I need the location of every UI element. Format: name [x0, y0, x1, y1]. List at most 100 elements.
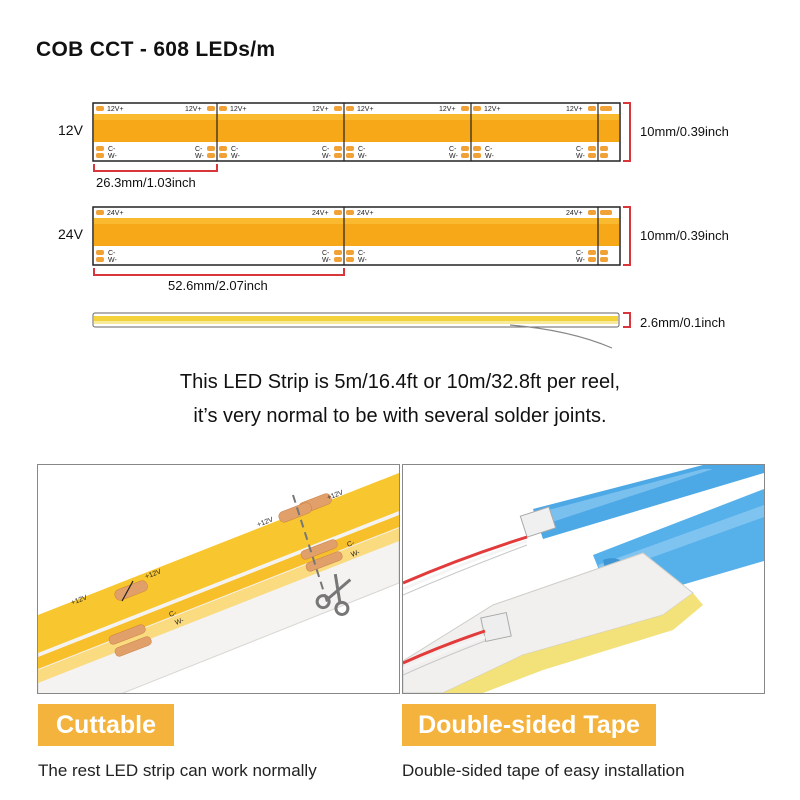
strip12-pad-c-label: C-: [485, 146, 493, 153]
strip-24v-diagram: 24V+C-W-24V+24V+C-W-C-W-24V+C-W-: [92, 206, 631, 276]
cuttable-photo-panel: +12V +12V +12V +12V C- W- C- W-: [37, 464, 400, 694]
strip12-pad: [219, 106, 227, 111]
cut-line: [292, 494, 329, 606]
strip12-pad: [600, 153, 608, 158]
strip12-pad-c-label: C-: [195, 146, 203, 153]
strip24-pad-w-label: W-: [576, 257, 585, 264]
strip-12v-pads: 12V+C-W-12V+12V+C-W-C-W-12V+12V+C-W-C-W-…: [96, 103, 612, 161]
strip12-pad-w-label: W-: [485, 153, 494, 160]
strip12-pad: [334, 153, 342, 158]
strip24-pad-plus-label: 24V+: [566, 210, 583, 217]
width-label-12v: 10mm/0.39inch: [640, 124, 729, 139]
cut-length-label-12v: 26.3mm/1.03inch: [96, 175, 196, 190]
strip12-pad: [346, 106, 354, 111]
width-label-24v: 10mm/0.39inch: [640, 228, 729, 243]
strip12-pad: [461, 106, 469, 111]
strip24-pad-plus-label: 24V+: [357, 210, 374, 217]
strip24-pad-w-label-left: W-: [108, 257, 117, 264]
strip12-pad-w-label: W-: [195, 153, 204, 160]
strip12-pad-plus-label-left: 12V+: [107, 106, 124, 113]
strip12-pad: [207, 106, 215, 111]
strip12-pad-w-label-left: W-: [108, 153, 117, 160]
strip24-pad-w-label: W-: [358, 257, 367, 264]
strip12-pad: [588, 106, 596, 111]
cut-pad-c-2: C-: [168, 609, 178, 618]
strip12-pad: [588, 146, 596, 151]
strip24-pad: [588, 210, 596, 215]
strip12-pad: [461, 146, 469, 151]
strip12-pad-c-label: C-: [576, 146, 584, 153]
strip12-pad: [207, 153, 215, 158]
strip-12v-diagram: 12V+C-W-12V+12V+C-W-C-W-12V+12V+C-W-C-W-…: [92, 102, 631, 172]
cuttable-caption: The rest LED strip can work normally: [38, 761, 317, 780]
strip12-pad-c-label: C-: [358, 146, 366, 153]
strip12-pad-plus-left: [96, 106, 104, 111]
strip12-pad: [473, 153, 481, 158]
strip12-pad-c-label: C-: [449, 146, 457, 153]
tape-photo-panel: [402, 464, 765, 694]
strip12-pad: [600, 146, 608, 151]
strip24-pad: [600, 250, 608, 255]
strip12-pad: [334, 106, 342, 111]
strip12-pad-plus-label: 12V+: [484, 106, 501, 113]
voltage-label-12v: 12V: [58, 122, 83, 138]
cut-length-label-24v: 52.6mm/2.07inch: [168, 278, 268, 293]
strip24-pad-w-left: [96, 257, 104, 262]
strip12-pad-plus-label: 12V+: [439, 106, 456, 113]
strip-24v-pads: 24V+C-W-24V+24V+C-W-C-W-24V+C-W-: [96, 207, 612, 265]
strip12-pad-c-left: [96, 146, 104, 151]
strip24-pad: [334, 210, 342, 215]
cut-pad-w: W-: [350, 549, 361, 559]
double-sided-tape-badge: Double-sided Tape: [402, 704, 656, 746]
scissors-icon: [315, 573, 352, 616]
strip12-pad: [346, 146, 354, 151]
strip24-pad-plus-label: 24V+: [312, 210, 329, 217]
strip12-pad: [219, 146, 227, 151]
width-bracket-24v: [623, 206, 631, 266]
strip12-pad-c-label: C-: [231, 146, 239, 153]
cuttable-badge: Cuttable: [38, 704, 174, 746]
thickness-label: 2.6mm/0.1inch: [640, 315, 726, 330]
strip24-pad-c-label: C-: [322, 250, 330, 257]
width-bracket-12v: [623, 102, 631, 162]
cut-length-bracket-24v: [93, 268, 345, 276]
strip12-pad: [219, 153, 227, 158]
reel-note-line1: This LED Strip is 5m/16.4ft or 10m/32.8f…: [179, 371, 621, 393]
strip24-pad: [588, 250, 596, 255]
cut-pad-c: C-: [346, 539, 356, 548]
strip12-pad-plus-label: 12V+: [312, 106, 329, 113]
strip24-pad-c-left: [96, 250, 104, 255]
strip24-pad-plus-left: [96, 210, 104, 215]
strip12-pad: [461, 153, 469, 158]
strip24-pad: [588, 257, 596, 262]
strip24-pad: [334, 257, 342, 262]
strip24-pad-c-label: C-: [358, 250, 366, 257]
strip12-pad: [334, 146, 342, 151]
strip12-pad-plus-label: 12V+: [566, 106, 583, 113]
strip24-pad: [346, 250, 354, 255]
strip12-pad-w-label: W-: [358, 153, 367, 160]
strip24-pad-c-label: C-: [576, 250, 584, 257]
strip12-pad: [473, 146, 481, 151]
strip24-pad: [600, 257, 608, 262]
cuttable-strip-illustration: +12V +12V +12V +12V C- W- C- W-: [38, 465, 399, 693]
strip12-pad: [588, 153, 596, 158]
strip24-pad: [346, 210, 354, 215]
voltage-label-24v: 24V: [58, 226, 83, 242]
thickness-bracket: [623, 312, 631, 328]
page-title: COB CCT - 608 LEDs/m: [36, 38, 276, 61]
strip12-pad: [473, 106, 481, 111]
strip-side-profile: [92, 312, 631, 349]
strip24-pad: [346, 257, 354, 262]
strip12-pad-w-label: W-: [576, 153, 585, 160]
strip12-pad-w-left: [96, 153, 104, 158]
strip12-pad-plus-label: 12V+: [185, 106, 202, 113]
strip12-pad-plus-label: 12V+: [230, 106, 247, 113]
reel-note-line2: it’s very normal to be with several sold…: [193, 405, 607, 427]
strip12-pad-w-label: W-: [322, 153, 331, 160]
cut-length-bracket-12v: [93, 164, 218, 172]
strip12-pad: [346, 153, 354, 158]
strip12-pad-plus-label: 12V+: [357, 106, 374, 113]
strip12-pad-w-label: W-: [449, 153, 458, 160]
strip12-pad-c-label-left: C-: [108, 146, 116, 153]
